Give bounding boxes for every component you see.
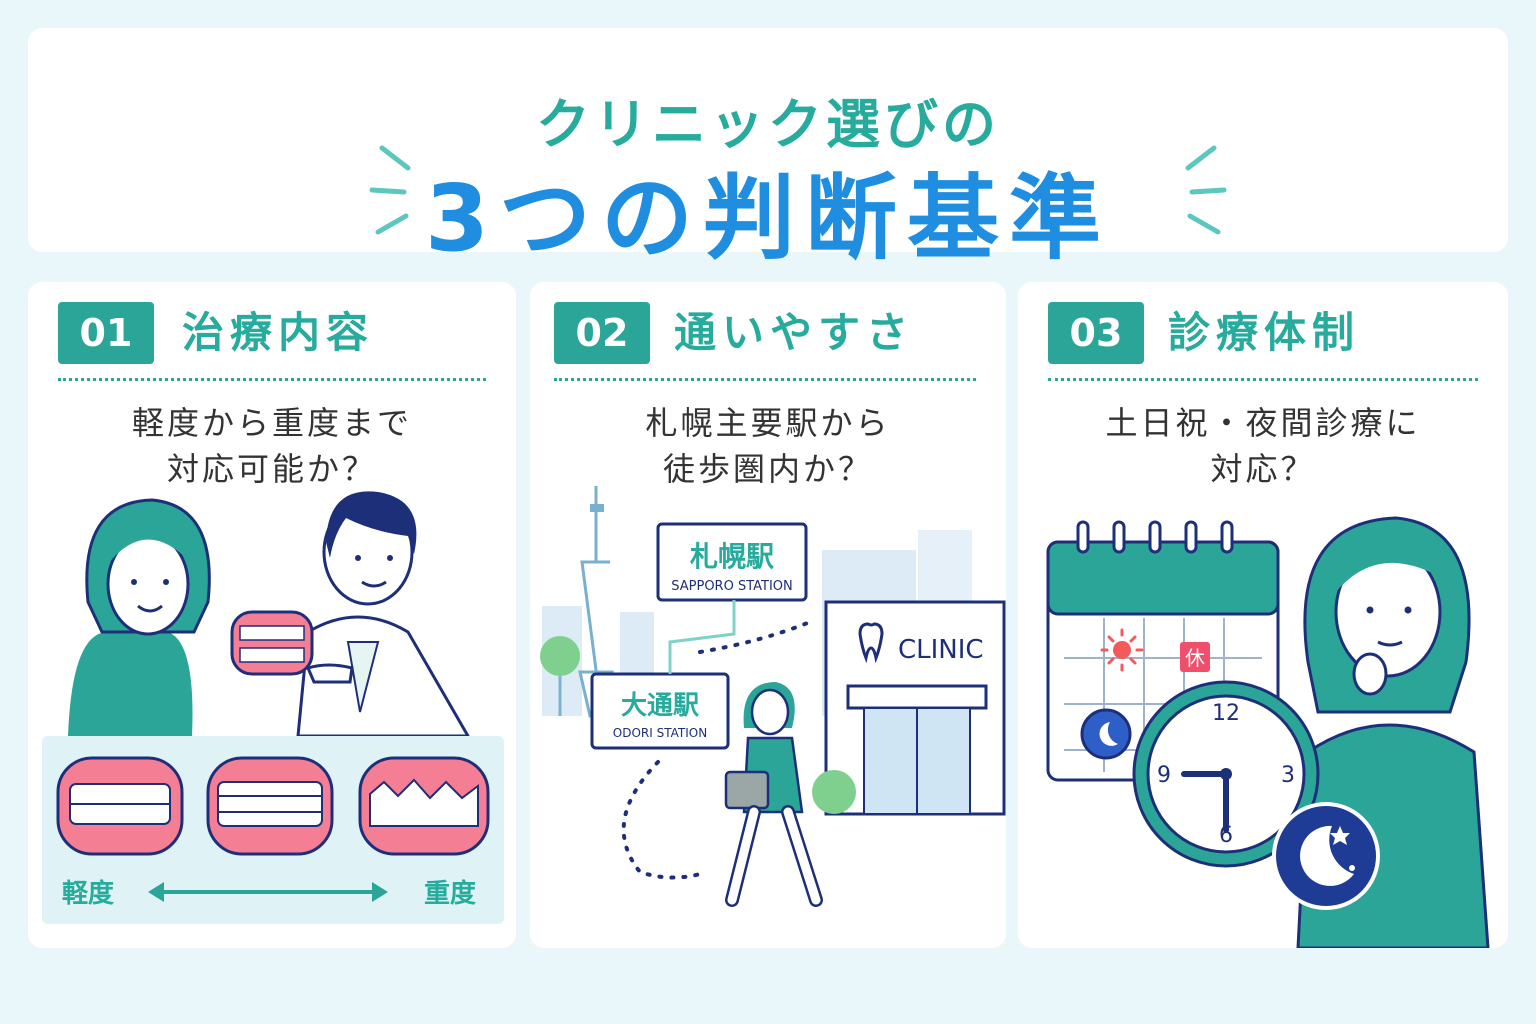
header-subtitle: クリニック選びの: [536, 93, 1000, 156]
clinic-building: CLINIC: [812, 600, 1006, 816]
svg-text:ODORI STATION: ODORI STATION: [613, 726, 707, 740]
svg-text:CLINIC: CLINIC: [898, 635, 984, 665]
card-number-badge: 03: [1048, 302, 1144, 364]
svg-text:SAPPORO STATION: SAPPORO STATION: [671, 579, 793, 594]
criteria-card-access: 02 通いやすさ 札幌主要駅から 徒歩圏内か？ 札幌駅 SAPPORO STAT…: [530, 282, 1006, 948]
question-line-1: 軽度から重度まで: [131, 404, 412, 442]
walking-path-lower: [621, 760, 702, 880]
criteria-card-schedule: 03 診療体制 土日祝・夜間診療に 対応？ 休: [1018, 282, 1508, 948]
question-line-1: 札幌主要駅から: [645, 404, 891, 442]
header-title: 3つの判断基準: [424, 165, 1111, 272]
scale-label-mild: 軽度: [62, 878, 114, 909]
scale-label-severe: 重度: [424, 878, 476, 909]
card-title: 治療内容: [182, 308, 375, 357]
card-question: 札幌主要駅から 徒歩圏内か？: [530, 400, 1006, 492]
svg-text:12: 12: [1212, 701, 1240, 726]
schedule-illustration: 休: [1046, 516, 1490, 948]
svg-text:6: 6: [1219, 823, 1233, 848]
svg-text:札幌駅: 札幌駅: [690, 540, 774, 573]
svg-text:3: 3: [1281, 763, 1295, 788]
moon-icon: [1080, 708, 1132, 760]
holiday-label: 休: [1185, 646, 1205, 670]
route-line: [668, 600, 736, 674]
treatment-illustration: 軽度 重度: [42, 491, 504, 924]
svg-text:大通駅: 大通駅: [621, 691, 699, 721]
denture-model-icon: [230, 610, 314, 676]
card-number-badge: 01: [58, 302, 154, 364]
dentist-figure: [296, 491, 471, 738]
tooth-icon: [858, 622, 884, 664]
teeth-mild-icon: [56, 756, 184, 856]
svg-text:9: 9: [1157, 763, 1171, 788]
card-number-badge: 02: [554, 302, 650, 364]
severity-arrow-icon: [148, 882, 388, 902]
card-title: 通いやすさ: [674, 308, 915, 357]
sun-icon: [1100, 628, 1144, 672]
clock-icon: 12 3 6 9: [1132, 680, 1320, 868]
card-question: 軽度から重度まで 対応可能か？: [28, 400, 516, 492]
walking-woman-figure: [724, 682, 823, 907]
card-title: 診療体制: [1168, 308, 1361, 357]
dotted-divider: [554, 378, 976, 381]
sparkle-right-icon: [1185, 145, 1227, 235]
header-banner: クリニック選びの 3つの判断基準: [28, 28, 1508, 272]
holiday-marker: [1180, 642, 1210, 672]
sapporo-station-sign: 札幌駅 SAPPORO STATION: [656, 522, 808, 602]
teeth-severe-icon: [358, 756, 490, 856]
odori-station-sign: 大通駅 ODORI STATION: [590, 672, 730, 750]
dotted-divider: [58, 378, 486, 381]
criteria-card-treatment: 01 治療内容 軽度から重度まで 対応可能か？: [28, 282, 516, 948]
card-question: 土日祝・夜間診療に 対応？: [1018, 400, 1508, 492]
sparkle-left-icon: [369, 145, 411, 235]
dotted-divider: [1048, 378, 1478, 381]
question-line-2: 対応可能か？: [166, 450, 377, 488]
question-line-2: 徒歩圏内か？: [662, 450, 873, 488]
question-line-2: 対応？: [1210, 450, 1316, 488]
night-moon-icon: [1272, 802, 1380, 910]
walking-path-upper: [698, 620, 812, 654]
patient-woman-figure: [68, 498, 211, 736]
teeth-moderate-icon: [206, 756, 334, 856]
question-line-1: 土日祝・夜間診療に: [1105, 404, 1421, 442]
access-illustration: 札幌駅 SAPPORO STATION 大通駅 ODORI STATION CL…: [540, 486, 1006, 907]
